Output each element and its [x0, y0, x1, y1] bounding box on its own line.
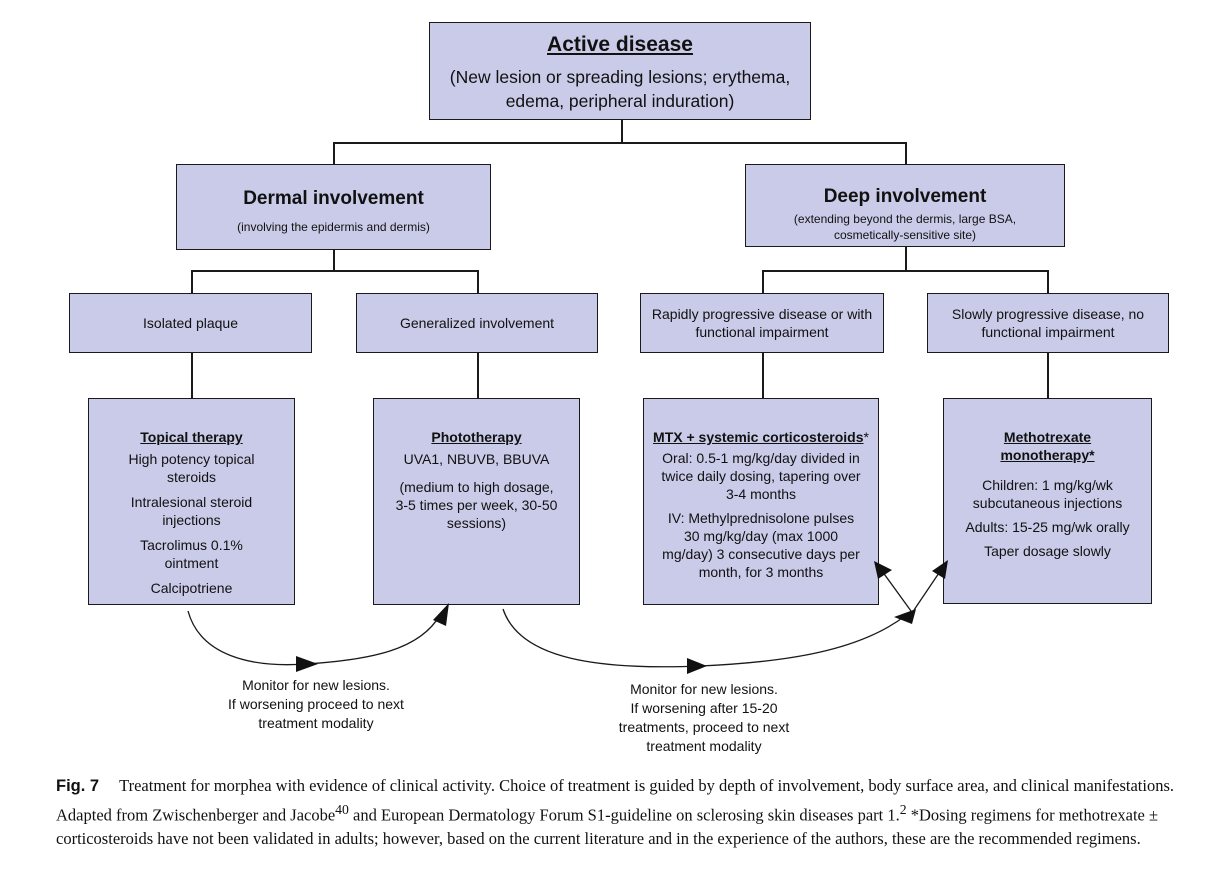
curve-phototherapy-to-systemic [502, 608, 906, 668]
topical-item: High potency topical [128, 451, 255, 467]
caption-text: Treatment for morphea with evidence of c… [56, 776, 1174, 825]
monitor-note-right-line: treatments, proceed to next [618, 719, 790, 735]
connector-line [905, 246, 907, 271]
active-disease-desc-2: edema, peripheral induration) [505, 91, 735, 111]
connector-line [477, 270, 479, 293]
caption-reference: 40 [335, 802, 349, 817]
isolated-plaque-box: Isolated plaque [69, 293, 312, 353]
phototherapy-box: Phototherapy UVA1, NBUVB, BBUVA (medium … [373, 398, 580, 605]
slowly-progressive-line-2: functional impairment [981, 324, 1115, 340]
mtx-line: IV: Methylprednisolone pulses [667, 510, 855, 526]
branch-arrow-to-mtx [881, 570, 912, 612]
arrowhead [894, 609, 916, 624]
phototherapy-modalities: UVA1, NBUVB, BBUVA [403, 451, 550, 467]
mtx-line: twice daily dosing, tapering over [661, 468, 861, 484]
connector-line [477, 353, 479, 398]
mtx-line: Oral: 0.5-1 mg/kg/day divided in [662, 450, 860, 466]
monitor-note-right-line: Monitor for new lesions. [630, 681, 778, 697]
slowly-progressive-box: Slowly progressive disease, no functiona… [927, 293, 1169, 353]
connector-line [191, 353, 193, 398]
topical-item: injections [162, 512, 221, 528]
rapidly-progressive-line-1: Rapidly progressive disease or with [651, 306, 873, 322]
connector-line [333, 142, 335, 165]
monitor-note-left: Monitor for new lesions. If worsening pr… [196, 676, 436, 733]
phototherapy-dosage: sessions) [446, 515, 507, 531]
connector-line [762, 353, 764, 398]
connector-line [1047, 353, 1049, 398]
monitor-note-right-line: If worsening after 15-20 [630, 700, 778, 716]
dermal-involvement-box: Dermal involvement (involving the epider… [176, 164, 491, 250]
connector-line [762, 270, 1048, 272]
phototherapy-dosage: (medium to high dosage, [399, 479, 554, 495]
topical-item: steroids [166, 469, 217, 485]
topical-item: Calcipotriene [150, 580, 233, 596]
topical-therapy-box: Topical therapy High potency topical ste… [88, 398, 295, 605]
deep-involvement-sub-2: cosmetically-sensitive site) [833, 228, 977, 242]
deep-involvement-sub-1: (extending beyond the dermis, large BSA, [793, 212, 1017, 226]
methotrexate-line: subcutaneous injections [972, 495, 1123, 511]
curve-topical-to-phototherapy [187, 610, 441, 666]
methotrexate-monotherapy-box: Methotrexate monotherapy* Children: 1 mg… [943, 398, 1152, 604]
deep-involvement-title: Deep involvement [823, 186, 987, 207]
active-disease-box: Active disease (New lesion or spreading … [429, 22, 811, 120]
generalized-involvement-label: Generalized involvement [399, 315, 555, 331]
rapidly-progressive-box: Rapidly progressive disease or with func… [640, 293, 884, 353]
mtx-corticosteroids-box: MTX + systemic corticosteroids* Oral: 0.… [643, 398, 879, 605]
mtx-line: mg/day) 3 consecutive days per [662, 546, 860, 562]
arrowhead [932, 560, 948, 579]
monitor-note-right: Monitor for new lesions. If worsening af… [584, 680, 824, 756]
connector-line [621, 119, 623, 143]
arrowhead [296, 656, 318, 672]
monitor-note-left-line: If worsening proceed to next [228, 696, 404, 712]
topical-item: Intralesional steroid [130, 494, 253, 510]
mtx-title-star: * [863, 429, 869, 445]
connector-line [191, 270, 478, 272]
methotrexate-line: Children: 1 mg/kg/wk [982, 477, 1113, 493]
connector-line [333, 249, 335, 271]
isolated-plaque-label: Isolated plaque [143, 315, 238, 331]
connector-line [905, 142, 907, 164]
phototherapy-dosage: 3-5 times per week, 30-50 [395, 497, 558, 513]
monitor-note-left-line: treatment modality [258, 715, 374, 731]
mtx-line: 3-4 months [725, 486, 797, 502]
mtx-title-text: MTX + systemic corticosteroids [653, 429, 864, 445]
topical-item: ointment [164, 555, 219, 571]
connector-line [762, 270, 764, 293]
methotrexate-title-1: Methotrexate [1003, 429, 1092, 445]
active-disease-title: Active disease [547, 33, 693, 56]
monitor-note-right-line: treatment modality [646, 738, 762, 754]
dermal-involvement-sub: (involving the epidermis and dermis) [237, 220, 430, 234]
phototherapy-title: Phototherapy [431, 429, 522, 445]
slowly-progressive-line-1: Slowly progressive disease, no [951, 306, 1145, 322]
methotrexate-line: Adults: 15-25 mg/wk orally [965, 519, 1130, 535]
branch-arrow-to-methotrexate [913, 569, 942, 611]
connector-line [333, 142, 907, 144]
active-disease-desc-1: (New lesion or spreading lesions; erythe… [449, 67, 791, 87]
monitor-note-left-line: Monitor for new lesions. [242, 677, 390, 693]
connector-line [1047, 270, 1049, 293]
generalized-involvement-box: Generalized involvement [356, 293, 598, 353]
caption-reference: 2 [899, 802, 907, 817]
connector-line [191, 270, 193, 293]
arrowhead [874, 561, 892, 579]
topical-item: Tacrolimus 0.1% [140, 537, 243, 553]
figure-label: Fig. 7 [56, 777, 100, 795]
deep-involvement-box: Deep involvement (extending beyond the d… [745, 164, 1065, 247]
caption-text: and European Dermatology Forum S1-guidel… [348, 805, 900, 825]
mtx-corticosteroids-title: MTX + systemic corticosteroids* [644, 428, 878, 446]
arrowhead [687, 658, 707, 674]
methotrexate-title-2: monotherapy* [1000, 447, 1095, 463]
caption-text: *Dosing regimens for methotrexate ± cort… [56, 805, 1159, 848]
topical-therapy-title: Topical therapy [140, 429, 243, 445]
arrowhead [433, 603, 449, 626]
mtx-line: month, for 3 months [698, 564, 824, 580]
dermal-involvement-title: Dermal involvement [243, 188, 424, 209]
mtx-line: 30 mg/kg/day (max 1000 [683, 528, 839, 544]
methotrexate-line: Taper dosage slowly [984, 543, 1111, 559]
rapidly-progressive-line-2: functional impairment [695, 324, 829, 340]
